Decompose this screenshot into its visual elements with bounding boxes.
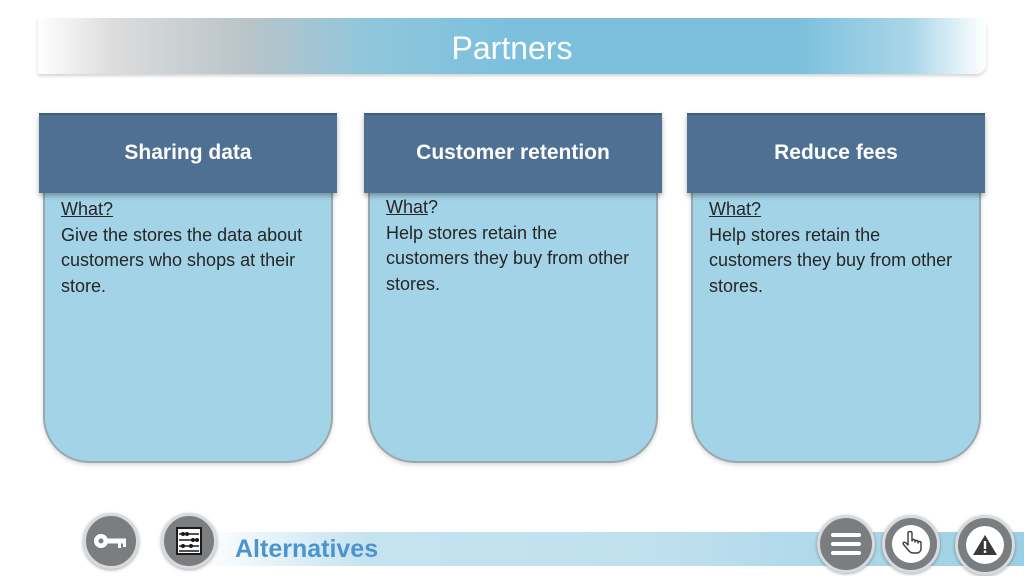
interact-button[interactable] <box>882 515 940 573</box>
hand-pointer-icon <box>902 531 922 554</box>
card-body-text: Give the stores the data about customers… <box>61 224 303 296</box>
card-question-label: What? <box>61 199 114 219</box>
card-body <box>43 173 333 463</box>
card-header[interactable]: Sharing data <box>39 113 337 193</box>
card-header[interactable]: Reduce fees <box>687 113 985 193</box>
title-banner: Partners <box>38 18 986 74</box>
card-body-text: Help stores retain the customers they bu… <box>709 224 953 296</box>
card-reduce-fees[interactable]: Reduce fees What? Help stores retain the… <box>687 113 985 463</box>
abacus-icon <box>176 527 202 555</box>
card-question-tail: ? <box>428 197 439 217</box>
menu-icon <box>831 533 861 555</box>
warning-inner <box>966 526 1004 564</box>
card-description: What? Help stores retain the customers t… <box>709 197 967 299</box>
key-icon <box>94 534 126 548</box>
page-title: Partners <box>451 30 573 66</box>
card-question-label: What <box>386 197 429 217</box>
card-question-label: What? <box>709 199 762 219</box>
card-title: Reduce fees <box>774 141 898 164</box>
card-title: Customer retention <box>416 141 610 164</box>
warning-icon <box>973 535 997 555</box>
warning-button[interactable] <box>955 515 1015 575</box>
footer-alternatives-link[interactable]: Alternatives <box>235 535 379 563</box>
card-header[interactable]: Customer retention <box>364 113 662 193</box>
card-customer-retention[interactable]: Customer retention What? Help stores ret… <box>364 113 662 463</box>
abacus-button[interactable] <box>161 513 217 569</box>
card-body <box>368 173 658 463</box>
card-title: Sharing data <box>124 141 252 164</box>
key-button[interactable] <box>83 513 139 569</box>
menu-button[interactable] <box>817 515 875 573</box>
interact-inner <box>892 525 930 563</box>
card-description: What? Help stores retain the customers t… <box>386 195 644 297</box>
card-sharing-data[interactable]: Sharing data What? Give the stores the d… <box>39 113 337 463</box>
card-body-text: Help stores retain the customers they bu… <box>386 222 630 294</box>
card-description: What? Give the stores the data about cus… <box>61 197 319 299</box>
card-body <box>691 173 981 463</box>
